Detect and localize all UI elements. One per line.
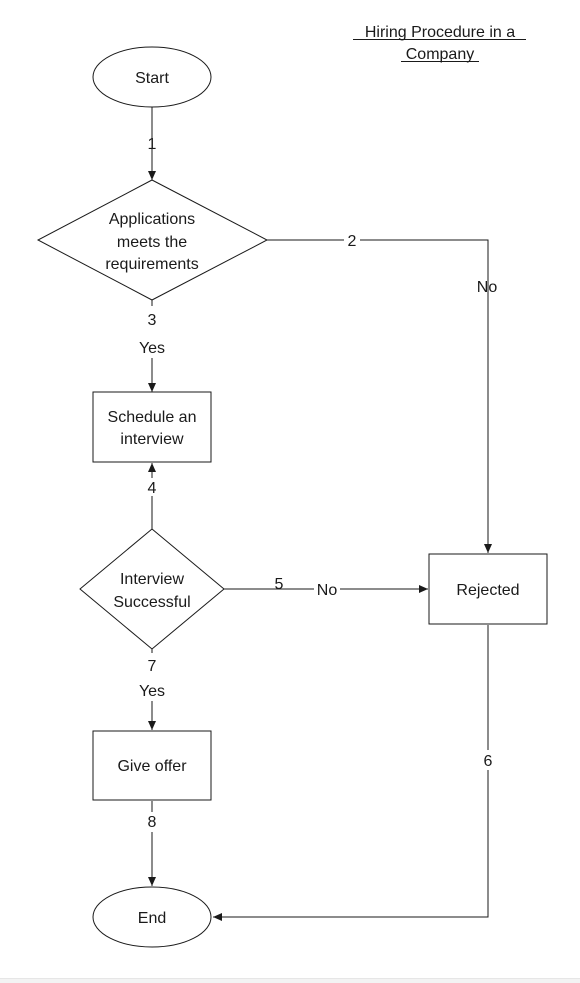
edge-label-8: 8 xyxy=(148,814,157,831)
applications-diamond xyxy=(36,179,269,301)
edge-condition-no-2: No xyxy=(317,582,338,599)
applications-label-line-2: meets the xyxy=(117,234,187,251)
applications-label-line-3: requirements xyxy=(105,256,198,273)
interview-diamond xyxy=(79,528,225,650)
edge-label-1: 1 xyxy=(148,136,157,153)
edge-label-4: 4 xyxy=(148,480,157,497)
schedule-node: Schedule an interview xyxy=(92,391,212,463)
schedule-rect xyxy=(92,391,212,463)
edge-label-5: 5 xyxy=(275,576,284,593)
start-node: Start xyxy=(92,46,212,108)
edge-label-7: 7 xyxy=(148,658,157,675)
applications-label-line-1: Applications xyxy=(109,211,195,228)
title-line-1: Hiring Procedure in a xyxy=(365,24,515,41)
edge-condition-yes-2: Yes xyxy=(139,683,165,700)
interview-label-line-1: Interview xyxy=(120,571,184,588)
schedule-label-line-1: Schedule an xyxy=(108,409,197,426)
start-ellipse xyxy=(92,46,212,108)
edge-label-2: 2 xyxy=(348,233,357,250)
edge-condition-yes-1: Yes xyxy=(139,340,165,357)
edges: 1 2 No 3 Yes 4 5 No 6 7 Yes 8 xyxy=(139,107,498,921)
edge-label-6: 6 xyxy=(484,753,493,770)
interview-label-line-2: Successful xyxy=(113,594,190,611)
start-label: Start xyxy=(135,70,169,87)
schedule-label-line-2: interview xyxy=(120,431,184,448)
rejected-rect xyxy=(428,553,548,625)
edge-condition-no-1: No xyxy=(477,279,498,296)
title-line-2: Company xyxy=(406,46,474,63)
bottom-edge-strip xyxy=(0,978,580,983)
interview-decision-node: Interview Successful xyxy=(79,528,225,650)
offer-node: Give offer xyxy=(92,730,212,801)
diagram-title: Hiring Procedure in a Company xyxy=(353,24,526,63)
nodes: Start Applications meets the requirement… xyxy=(36,46,548,948)
rejected-label: Rejected xyxy=(456,582,519,599)
end-ellipse xyxy=(92,886,212,948)
end-node: End xyxy=(92,886,212,948)
edge-rejected-to-end xyxy=(213,625,489,921)
end-label: End xyxy=(138,910,166,927)
offer-label: Give offer xyxy=(117,758,187,775)
rejected-node: Rejected xyxy=(428,553,548,625)
applications-decision-node: Applications meets the requirements xyxy=(36,179,269,301)
offer-rect xyxy=(92,730,212,801)
edge-applications-to-rejected xyxy=(267,239,492,553)
edge-label-3: 3 xyxy=(148,312,157,329)
